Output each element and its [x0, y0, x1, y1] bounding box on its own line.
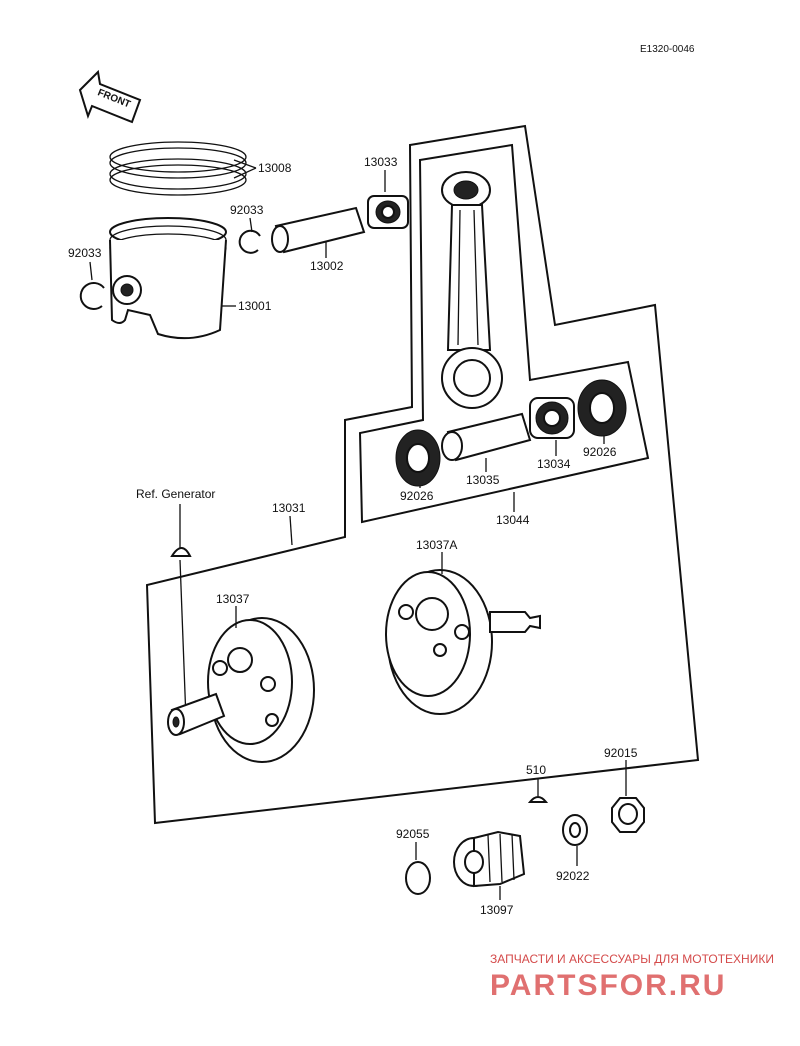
big-end-bearing: [529, 397, 575, 439]
label-13008: 13008: [258, 161, 292, 175]
label-13035: 13035: [466, 473, 500, 487]
circlip-right: [238, 229, 261, 254]
piston: [109, 217, 227, 340]
circlip-left: [79, 281, 105, 310]
piston-pin: [271, 206, 366, 254]
label-92026-right: 92026: [583, 445, 617, 459]
label-13034: 13034: [537, 457, 571, 471]
label-13002: 13002: [310, 259, 344, 273]
ref-generator-label: Ref. Generator: [136, 487, 215, 501]
label-13037A: 13037A: [416, 538, 457, 552]
label-92022: 92022: [556, 869, 590, 883]
label-92033-right: 92033: [230, 203, 264, 217]
label-13001: 13001: [238, 299, 272, 313]
small-end-bearing: [367, 195, 409, 229]
generator-key: [170, 547, 192, 557]
right-flywheel: [385, 569, 541, 715]
crankshaft-assembly-outline: [145, 124, 700, 825]
thrust-washer-left: [395, 429, 441, 487]
label-13037: 13037: [216, 592, 250, 606]
label-13033: 13033: [364, 155, 398, 169]
label-92026-left: 92026: [400, 489, 434, 503]
washer: [562, 814, 588, 846]
watermark-subtitle: ЗАПЧАСТИ И АКСЕССУАРЫ ДЛЯ МОТОТЕХНИКИ: [490, 952, 774, 966]
connecting-rod-outline: [358, 143, 650, 524]
thrust-washer-right: [577, 379, 627, 437]
left-flywheel: [167, 617, 315, 763]
diagram-code: E1320-0046: [640, 44, 695, 55]
piston-rings: [109, 141, 247, 196]
label-92015: 92015: [604, 746, 638, 760]
woodruff-key: [527, 796, 549, 803]
crankshaft-nut: [611, 797, 645, 833]
label-92055: 92055: [396, 827, 430, 841]
label-92033-left: 92033: [68, 246, 102, 260]
connecting-rod: [441, 171, 503, 409]
watermark-brand: PARTSFOR.RU: [490, 969, 726, 1002]
label-13031: 13031: [272, 501, 306, 515]
o-ring: [405, 861, 431, 895]
crankshaft-gear: [453, 830, 526, 888]
label-510: 510: [526, 763, 546, 777]
label-13097: 13097: [480, 903, 514, 917]
front-arrow-icon: FRONT: [78, 69, 142, 124]
crank-pin: [441, 412, 532, 462]
label-13044: 13044: [496, 513, 530, 527]
